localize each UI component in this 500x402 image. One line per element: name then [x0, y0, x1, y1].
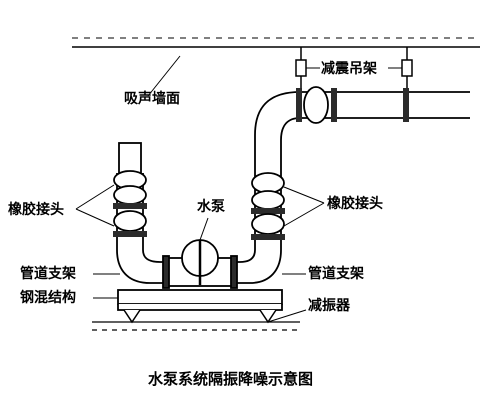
pump — [162, 239, 238, 289]
rubber-joint-left-stack — [113, 170, 147, 237]
pipe-support-right-label: 管道支架 — [308, 266, 364, 282]
pipe-flange-upper — [296, 88, 409, 122]
rubber-joint-right-label: 橡胶接头 — [327, 196, 383, 212]
suction-elbow — [116, 249, 168, 284]
steel-concrete-structure-label: 钢混结构 — [20, 290, 76, 306]
rubber-joint-upper — [303, 86, 329, 124]
pipe-support-left-label: 管道支架 — [20, 266, 76, 282]
ceiling — [72, 37, 480, 48]
floor — [92, 321, 300, 331]
diagram-caption: 水泵系统隔振降噪示意图 — [148, 370, 314, 388]
vibration-dampers — [123, 309, 277, 324]
rubber-joint-right-stack — [251, 172, 285, 240]
pump-label-leader — [199, 217, 209, 241]
pump-label: 水泵 — [197, 199, 225, 215]
rubber-joint-leaders — [75, 184, 325, 227]
ceiling-hanger-right — [401, 47, 413, 95]
ceiling-hanger-label: 减震吊架 — [321, 61, 377, 77]
discharge-pipe — [254, 91, 470, 175]
sound-absorbing-wall-label: 吸声墙面 — [124, 91, 180, 107]
ceiling-hanger-left — [295, 47, 307, 95]
vibration-damper-label: 减振器 — [308, 298, 350, 314]
wall-label-leader — [147, 55, 181, 97]
discharge-elbow — [232, 249, 282, 284]
base-leaders — [93, 297, 307, 323]
rubber-joint-left-label: 橡胶接头 — [8, 202, 64, 218]
steel-concrete-base — [117, 289, 283, 311]
